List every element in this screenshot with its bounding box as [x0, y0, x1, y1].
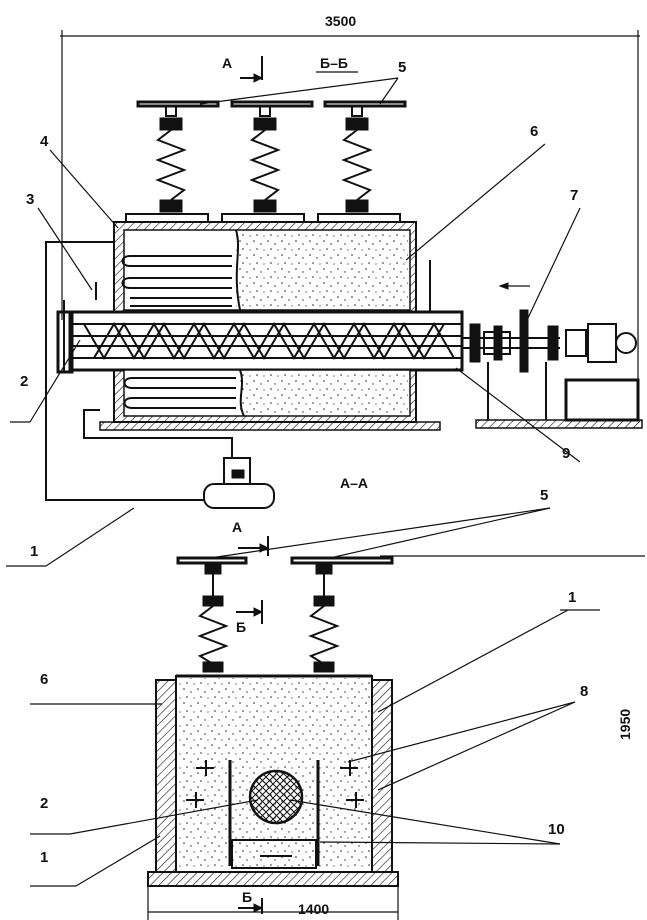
callout-3: 3	[26, 191, 34, 208]
screw-conveyor	[56, 300, 464, 374]
piping	[45, 241, 275, 509]
section-mark-a-top: А	[222, 55, 232, 71]
lower-casing	[99, 369, 441, 431]
callout-7: 7	[570, 187, 578, 204]
callout-8: 8	[580, 683, 588, 700]
callout-2-bottom: 2	[40, 795, 48, 812]
drive-unit	[462, 282, 643, 429]
callout-1-link: 1	[30, 543, 38, 560]
section-title-aa: А–А	[340, 475, 368, 491]
upper-casing	[113, 221, 431, 313]
dim-1400-text: 1400	[298, 901, 329, 917]
callout-10: 10	[548, 821, 565, 838]
section-view: А 5 Б	[30, 487, 645, 920]
dim-3500-text: 3500	[325, 13, 356, 29]
callout-1-right: 1	[568, 589, 576, 606]
section-mark-b-bottom: Б	[242, 889, 252, 905]
section-mark-a-mid: А	[232, 519, 242, 535]
callout-9: 9	[562, 445, 570, 462]
arrow-head	[253, 73, 264, 83]
callout-4: 4	[40, 133, 49, 150]
callout-5-bottom: 5	[540, 487, 548, 504]
callout-6-bottom: 6	[40, 671, 48, 688]
callout-2: 2	[20, 373, 28, 390]
callout-5-top: 5	[398, 59, 406, 76]
section-title-bb: Б–Б	[320, 55, 348, 71]
top-view: 3500 А Б–Б	[10, 13, 643, 509]
callouts-top: 4 3 2 5 6 7 9 А–А	[10, 59, 581, 491]
dim-1950-text: 1950	[617, 709, 633, 740]
dimension-3500: 3500	[60, 13, 640, 420]
section-mark-b-mid: Б	[236, 619, 246, 635]
callout-link-1: 1	[6, 507, 135, 567]
spring-supports-top	[125, 100, 407, 223]
callout-1-bottom: 1	[40, 849, 48, 866]
callout-6-top: 6	[530, 123, 538, 140]
